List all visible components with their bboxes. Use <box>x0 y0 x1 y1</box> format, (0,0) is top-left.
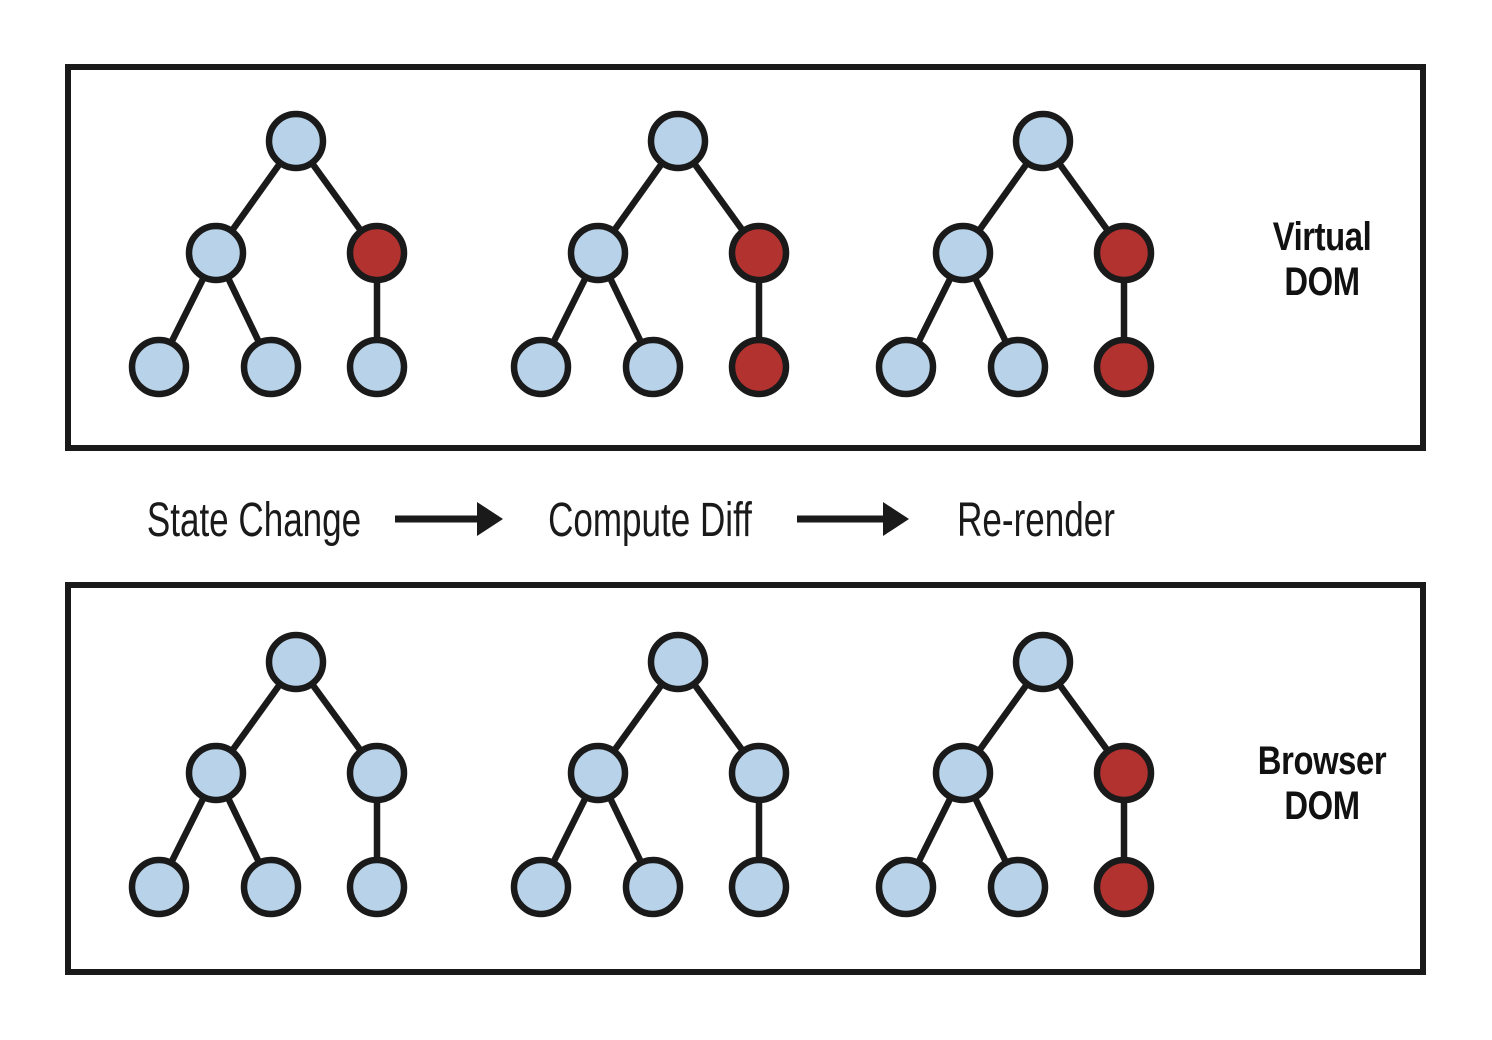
tree-node-right-child-blue <box>346 742 408 804</box>
flow-step-compute-diff: Compute Diff <box>510 497 789 545</box>
tree-node-root-blue <box>647 110 709 172</box>
virtual-dom-label-line-2: DOM <box>1284 260 1360 304</box>
tree-node-left-child-blue <box>185 222 247 284</box>
flow-arrow-icon <box>797 502 909 536</box>
tree-node-right-leaf-blue <box>346 336 408 398</box>
browser-dom-panel: Browser DOM <box>65 582 1426 975</box>
tree-node-left-child-blue <box>185 742 247 804</box>
tree-node-left-child-blue <box>932 742 994 804</box>
virtual-dom-label: Virtual DOM <box>1215 215 1428 305</box>
tree-node-left-leaf-blue <box>128 336 190 398</box>
browser-dom-tree-state-2 <box>510 631 790 918</box>
tree-node-right-child-red <box>1093 222 1155 284</box>
tree-node-right-leaf-blue <box>728 856 790 918</box>
tree-node-left-leaf-blue <box>875 856 937 918</box>
virtual-dom-tree-state-3 <box>875 110 1155 398</box>
tree-node-right-leaf-blue <box>346 856 408 918</box>
tree-node-left-child-blue <box>932 222 994 284</box>
flow-step-compute-diff-label: Compute Diff <box>548 494 752 547</box>
tree-node-left-leaf-blue <box>510 856 572 918</box>
browser-dom-tree-state-1 <box>128 631 408 918</box>
tree-node-mid-leaf-blue <box>240 336 302 398</box>
flow-step-re-render-label: Re-render <box>957 494 1115 547</box>
tree-node-left-leaf-blue <box>128 856 190 918</box>
browser-dom-tree-state-3 <box>875 631 1155 918</box>
tree-node-right-leaf-red <box>1093 336 1155 398</box>
tree-node-mid-leaf-blue <box>240 856 302 918</box>
tree-node-left-leaf-blue <box>875 336 937 398</box>
tree-node-root-blue <box>265 631 327 693</box>
browser-dom-label-line-2: DOM <box>1284 784 1360 828</box>
tree-node-mid-leaf-blue <box>622 336 684 398</box>
flow-step-re-render: Re-render <box>928 497 1144 545</box>
tree-node-left-child-blue <box>567 222 629 284</box>
tree-node-left-leaf-blue <box>510 336 572 398</box>
flow-arrow-icon <box>395 502 503 536</box>
tree-node-mid-leaf-blue <box>987 336 1049 398</box>
browser-dom-trees-canvas <box>128 631 1155 918</box>
tree-node-right-child-blue <box>728 742 790 804</box>
tree-node-right-child-red <box>346 222 408 284</box>
tree-node-right-child-red <box>1093 742 1155 804</box>
browser-dom-label: Browser DOM <box>1215 739 1428 829</box>
tree-node-mid-leaf-blue <box>987 856 1049 918</box>
tree-node-root-blue <box>265 110 327 172</box>
virtual-dom-panel: Virtual DOM <box>65 64 1426 451</box>
tree-node-right-leaf-red <box>728 336 790 398</box>
tree-node-root-blue <box>1012 631 1074 693</box>
tree-node-right-child-red <box>728 222 790 284</box>
flow-step-state-change: State Change <box>107 497 401 545</box>
virtual-dom-trees-canvas <box>128 110 1155 398</box>
tree-node-mid-leaf-blue <box>622 856 684 918</box>
virtual-dom-label-line-1: Virtual <box>1272 215 1372 259</box>
virtual-dom-tree-state-2 <box>510 110 790 398</box>
virtual-dom-tree-state-1 <box>128 110 408 398</box>
tree-node-root-blue <box>647 631 709 693</box>
tree-node-right-leaf-red <box>1093 856 1155 918</box>
flow-step-state-change-label: State Change <box>146 494 362 547</box>
tree-node-root-blue <box>1012 110 1074 172</box>
browser-dom-label-line-1: Browser <box>1257 739 1387 783</box>
tree-node-left-child-blue <box>567 742 629 804</box>
